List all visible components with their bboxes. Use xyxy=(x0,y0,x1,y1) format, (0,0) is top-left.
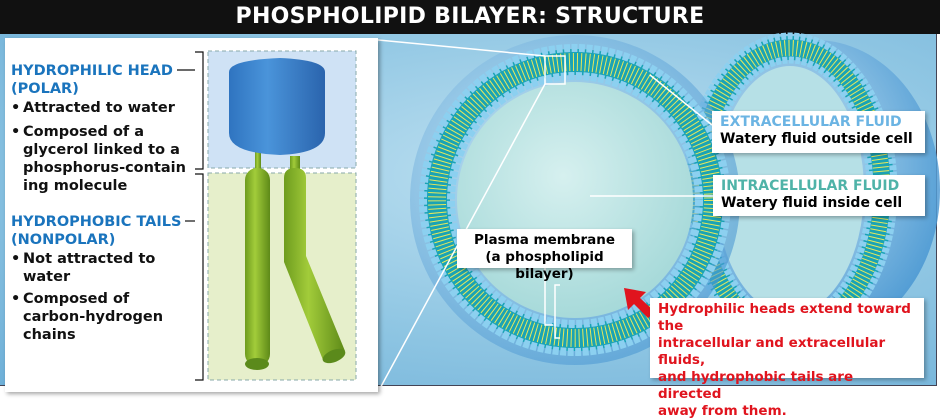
membrane-bracket xyxy=(554,284,560,339)
tail-bent xyxy=(284,156,346,364)
plasma-membrane-line1: Plasma membrane xyxy=(473,232,616,248)
intracellular-title: INTRACELLULAR FLUID xyxy=(721,178,900,194)
hydrophilic-head-heading: HYDROPHILIC HEAD xyxy=(11,63,173,79)
tails-bullet-1-line: water xyxy=(23,269,71,285)
extracellular-title: EXTRACELLULAR FLUID xyxy=(720,114,902,130)
plasma-membrane-line2: (a phospholipid bilayer) xyxy=(485,249,604,282)
head-bullet-2-line: ing molecule xyxy=(23,178,128,194)
extracellular-pointer xyxy=(649,74,713,126)
note-line: and hydrophobic tails are directed xyxy=(658,369,854,402)
hydrophobic-tails-subheading: (NONPOLAR) xyxy=(11,232,116,248)
page-title: PHOSPHOLIPID BILAYER: STRUCTURE xyxy=(0,0,940,34)
tails-bullet-1-line: Not attracted to xyxy=(23,251,156,267)
intracellular-fluid-label: INTRACELLULAR FLUID Watery fluid inside … xyxy=(713,175,925,216)
extracellular-desc: Watery fluid outside cell xyxy=(720,131,913,147)
extracellular-fluid-label: EXTRACELLULAR FLUID Watery fluid outside… xyxy=(712,111,925,153)
tails-bullet-2-line: Composed of xyxy=(23,291,130,307)
hydrophobic-tails-heading: HYDROPHOBIC TAILS xyxy=(11,214,182,230)
tails-bullet-2-line: chains xyxy=(23,327,76,343)
note-line: away from them. xyxy=(658,403,787,419)
tails-bullet-2-line: carbon-hydrogen xyxy=(23,309,164,325)
red-arrow-icon xyxy=(624,288,655,318)
plasma-membrane-label: Plasma membrane (a phospholipid bilayer) xyxy=(457,229,632,282)
head-bullet-2-line: glycerol linked to a xyxy=(23,142,180,158)
note-line: intracellular and extracellular fluids, xyxy=(658,335,886,368)
head-bullet-2: Composed of a glycerol linked to a phosp… xyxy=(11,123,186,195)
head-bullet-2-line: Composed of a xyxy=(23,124,145,140)
head-bullet-1: Attracted to water xyxy=(11,99,175,117)
phospholipid-molecule xyxy=(177,50,357,381)
head-bullet-2-line: phosphorus-contain xyxy=(23,160,186,176)
phospholipid-detail-panel: HYDROPHILIC HEAD (POLAR) Attracted to wa… xyxy=(5,38,378,392)
bilayer-orientation-note: Hydrophilic heads extend toward the intr… xyxy=(650,298,924,419)
hydrophilic-head-subheading: (POLAR) xyxy=(11,81,79,97)
tails-bullet-2: Composed of carbon-hydrogen chains xyxy=(11,290,163,344)
tails-bullet-1: Not attracted to water xyxy=(11,250,155,286)
head-sphere xyxy=(229,58,325,155)
note-line: Hydrophilic heads extend toward the xyxy=(658,301,911,334)
zoom-region xyxy=(544,55,566,85)
intracellular-desc: Watery fluid inside cell xyxy=(721,195,903,211)
tail-straight xyxy=(245,150,270,370)
